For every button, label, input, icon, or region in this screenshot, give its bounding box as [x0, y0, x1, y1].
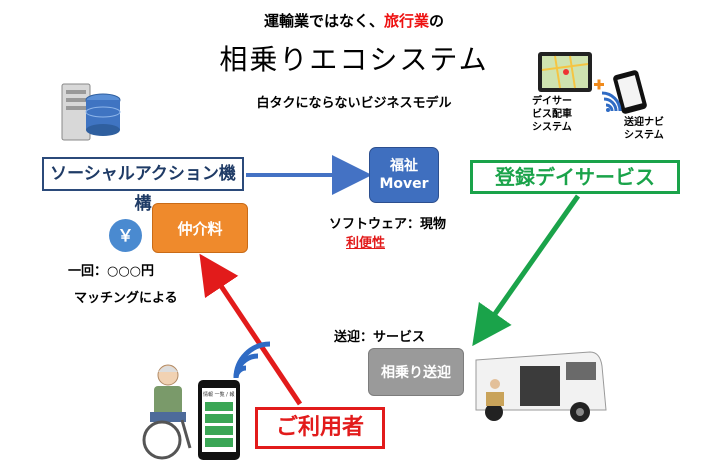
arrow-service-to-ride — [472, 194, 581, 347]
arrow-user-to-fee — [199, 253, 303, 406]
page-subtitle: 白タクにならないビジネスモデル — [256, 96, 452, 111]
phone-header-text: 情報 一覧 / 報 — [203, 392, 235, 398]
page-title: 相乗りエコシステム — [219, 43, 489, 76]
server-icon — [61, 83, 121, 141]
mover-line2: Mover — [379, 176, 429, 192]
rideshare-box: 相乗り送迎 — [368, 348, 464, 396]
header-highlight: 旅行業 — [383, 12, 429, 30]
header-line1: 運輸業ではなく、旅行業の — [263, 12, 445, 30]
transport-service-label: 送迎：サービス — [334, 330, 426, 345]
navi-system-label: 送迎ナビ システム — [624, 117, 664, 141]
phone-app-icon — [198, 380, 240, 460]
convenience-label: 利便性 — [346, 236, 386, 251]
smartphone-icon — [613, 70, 647, 114]
dispatch-system-label: デイサー ビス配車 システム — [532, 96, 572, 133]
matching-label: マッチングによる — [74, 291, 178, 306]
fee-box: 仲介料 — [152, 203, 248, 253]
registered-service-box: 登録デイサービス — [470, 160, 680, 194]
organization-box: ソーシャルアクション機構 — [42, 157, 244, 214]
plus-icon — [594, 79, 604, 90]
wifi-signal-icon — [601, 91, 622, 112]
per-ride-price: 一回：○○○円 — [68, 264, 155, 279]
user-box: ご利用者 — [255, 407, 385, 449]
mover-box: 福祉 Mover — [369, 147, 439, 203]
van-icon — [475, 351, 607, 422]
wifi-large-icon — [233, 341, 271, 379]
software-label: ソフトウェア：現物 — [329, 217, 447, 232]
mover-line1: 福祉 — [390, 158, 418, 174]
tablet-map-icon — [538, 52, 592, 92]
elderly-user-icon — [142, 364, 192, 460]
yen-coin-icon: ￥ — [109, 219, 142, 252]
